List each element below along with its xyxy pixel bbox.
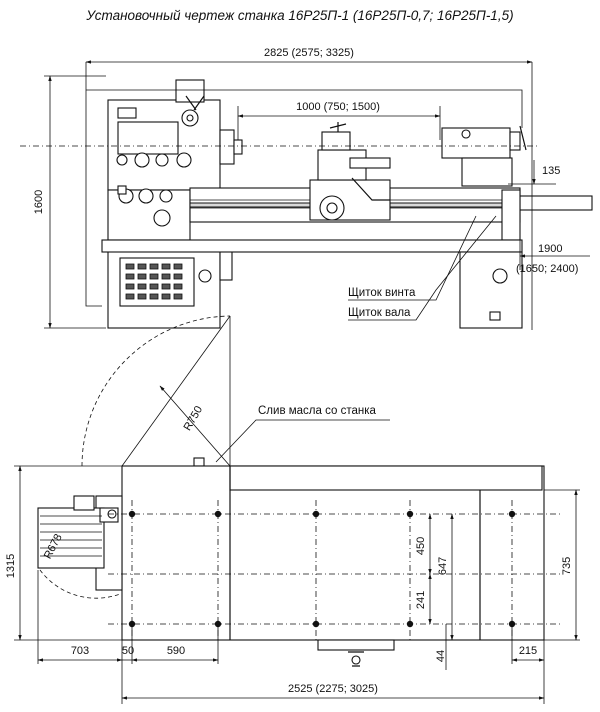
label-shaft-guard: Щиток вала xyxy=(348,307,411,319)
dim-1315: 1315 xyxy=(5,554,17,578)
motor xyxy=(37,507,105,569)
dim-door-radius: R750 xyxy=(182,404,206,433)
dim-spindle-offset: 135 xyxy=(542,165,560,177)
dim-647: 647 xyxy=(437,557,449,575)
dim-735: 735 xyxy=(561,557,573,575)
dim-44: 44 xyxy=(435,650,447,662)
front-view: 2825 (2575; 3325) 1600 1000 (750; 1500) … xyxy=(20,47,593,330)
dim-bed-length-alt: (1650; 2400) xyxy=(516,263,578,275)
dim-centers-distance: 1000 (750; 1500) xyxy=(296,101,380,113)
dim-703: 703 xyxy=(71,645,89,657)
dim-overall-length: 2825 (2575; 3325) xyxy=(264,47,354,59)
oil-drain-port xyxy=(193,457,205,467)
lathe-front-silhouette xyxy=(101,79,593,329)
dim-590: 590 xyxy=(167,645,185,657)
drawing-title: Установочный чертеж станка 16Р25П-1 (16Р… xyxy=(86,8,514,23)
plan-view: R750 Слив масла со станка R678 xyxy=(5,315,580,704)
dim-450: 450 xyxy=(415,537,427,555)
dim-height: 1600 xyxy=(33,190,45,214)
label-oil-drain: Слив масла со станка xyxy=(258,405,376,417)
dim-bed-length: 1900 xyxy=(538,243,562,255)
anchor-grid xyxy=(108,500,562,640)
label-screw-guard: Щиток винта xyxy=(348,287,416,299)
dim-241: 241 xyxy=(415,591,427,609)
dim-215: 215 xyxy=(519,645,537,657)
dim-base-length: 2525 (2275; 3025) xyxy=(288,683,378,695)
dim-50: 50 xyxy=(122,645,134,657)
